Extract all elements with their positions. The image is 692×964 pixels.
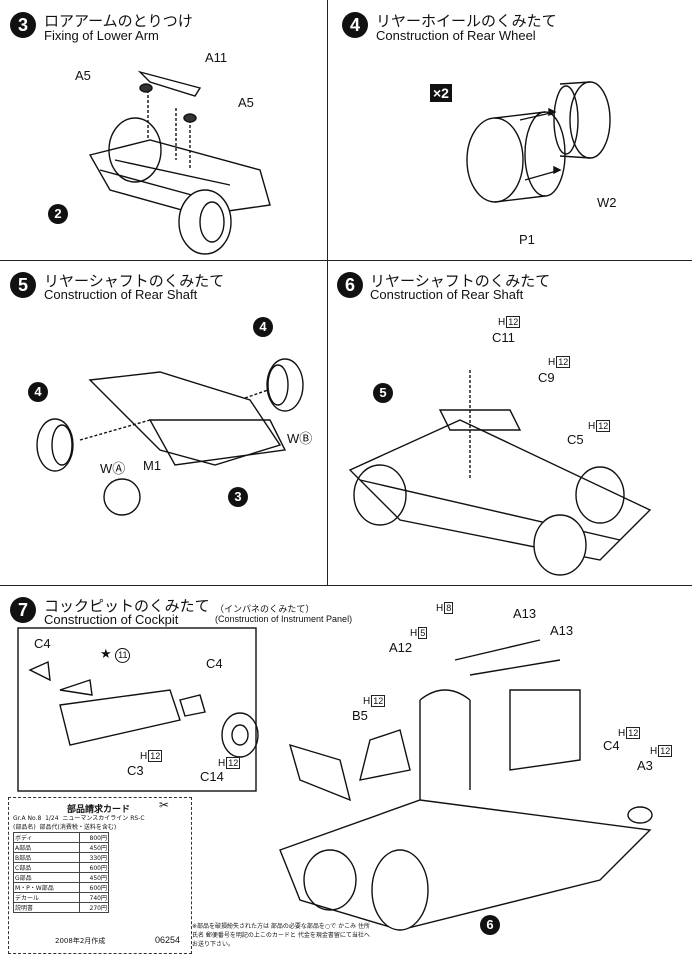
part-c4-inset-a: C4 bbox=[34, 636, 51, 651]
step-3-number: 3 bbox=[10, 12, 36, 38]
step-7-title-en: Construction of Cockpit bbox=[44, 612, 179, 627]
step-5-title-en: Construction of Rear Shaft bbox=[44, 287, 198, 302]
part-c3: C3 bbox=[127, 763, 144, 778]
step-5-callout-top: 4 bbox=[253, 317, 273, 337]
divider-col bbox=[327, 0, 328, 585]
rear-shaft-chassis-6 bbox=[348, 419, 652, 561]
cockpit-chassis bbox=[279, 799, 652, 931]
part-c4-inset-b: C4 bbox=[206, 656, 223, 671]
part-c9: C9 bbox=[538, 370, 555, 385]
part-m1: M1 bbox=[143, 458, 162, 473]
divider-row1 bbox=[0, 260, 692, 261]
part-c11: C11 bbox=[492, 330, 515, 345]
part-c5: C5 bbox=[567, 432, 584, 447]
step-4-title-en: Construction of Rear Wheel bbox=[376, 28, 536, 43]
rear-shaft-chassis bbox=[88, 371, 282, 466]
step-7-number: 7 bbox=[10, 597, 36, 623]
part-a5-right: A5 bbox=[238, 95, 254, 110]
step-6-title-jp: リヤーシャフトのくみたて bbox=[370, 272, 551, 290]
step-6-title-en: Construction of Rear Shaft bbox=[370, 287, 524, 302]
card-header-row2: (部品名) 部品代(消費税・送料を含む) bbox=[13, 824, 117, 831]
part-c14: C14 bbox=[200, 769, 224, 784]
part-p1: P1 bbox=[519, 232, 535, 247]
part-c4: C4 bbox=[603, 738, 620, 753]
left-rear-tire bbox=[36, 418, 74, 472]
step-5-number: 5 bbox=[10, 272, 36, 298]
step-4-title-jp: リヤーホイールのくみたて bbox=[376, 12, 557, 30]
footnote: ※部品を破損紛失された方は 部品の必要な部品を○で かこみ 住所 氏名 郵便番号… bbox=[192, 923, 370, 948]
star-ref: ★ 11 bbox=[100, 646, 131, 663]
part-a3: A3 bbox=[637, 758, 653, 773]
instrument-panel-inset bbox=[17, 627, 257, 792]
lower-arm-chassis bbox=[88, 139, 271, 216]
rear-wheel-rim bbox=[569, 81, 611, 159]
qty-badge: ×2 bbox=[430, 84, 452, 102]
part-a13-a: A13 bbox=[513, 606, 537, 621]
part-wa: WⒶ bbox=[100, 461, 126, 476]
scissors-icon: ✂ bbox=[159, 798, 170, 812]
part-w2: W2 bbox=[597, 195, 617, 210]
card-title: 部品請求カード bbox=[67, 805, 131, 815]
part-a13-b: A13 bbox=[550, 623, 574, 638]
step-7-title-jp: コックピットのくみたて bbox=[44, 597, 210, 615]
card-header-row1: Gr.A No.8 1/24 ニューマンスカイライン RS-C bbox=[13, 815, 145, 822]
part-a5-left: A5 bbox=[75, 68, 91, 83]
part-wb: WⒷ bbox=[287, 431, 313, 446]
parts-order-card: 部品請求カード ✂ Gr.A No.8 1/24 ニューマンスカイライン RS-… bbox=[8, 797, 192, 954]
part-a12: A12 bbox=[389, 640, 413, 655]
card-code: 06254 bbox=[155, 935, 181, 945]
lower-arm-a11 bbox=[137, 70, 202, 97]
divider-row2 bbox=[0, 585, 692, 586]
step-5-title-jp: リヤーシャフトのくみたて bbox=[44, 272, 225, 290]
card-date: 2008年2月作成 bbox=[55, 937, 106, 945]
right-rear-tire bbox=[266, 358, 304, 412]
step-6-callout-5: 5 bbox=[373, 383, 393, 403]
step-3-title-en: Fixing of Lower Arm bbox=[44, 28, 159, 43]
step-6-number: 6 bbox=[337, 272, 363, 298]
step-5-callout-left: 4 bbox=[28, 382, 48, 402]
step-7-sub-jp: （インパネのくみたて） bbox=[215, 604, 315, 614]
step-3-title-jp: ロアアームのとりつけ bbox=[44, 12, 193, 30]
step-5-callout-bottom: 3 bbox=[228, 487, 248, 507]
step-3-callout-2: 2 bbox=[48, 204, 68, 224]
step-4-number: 4 bbox=[342, 12, 368, 38]
part-a11: A11 bbox=[205, 50, 228, 65]
step-7-sub-en: (Construction of Instrument Panel) bbox=[215, 614, 353, 624]
step-7-callout-6: 6 bbox=[480, 915, 500, 935]
instrument-panel bbox=[59, 689, 181, 746]
rear-tire bbox=[466, 117, 524, 203]
part-b5: B5 bbox=[352, 708, 368, 723]
